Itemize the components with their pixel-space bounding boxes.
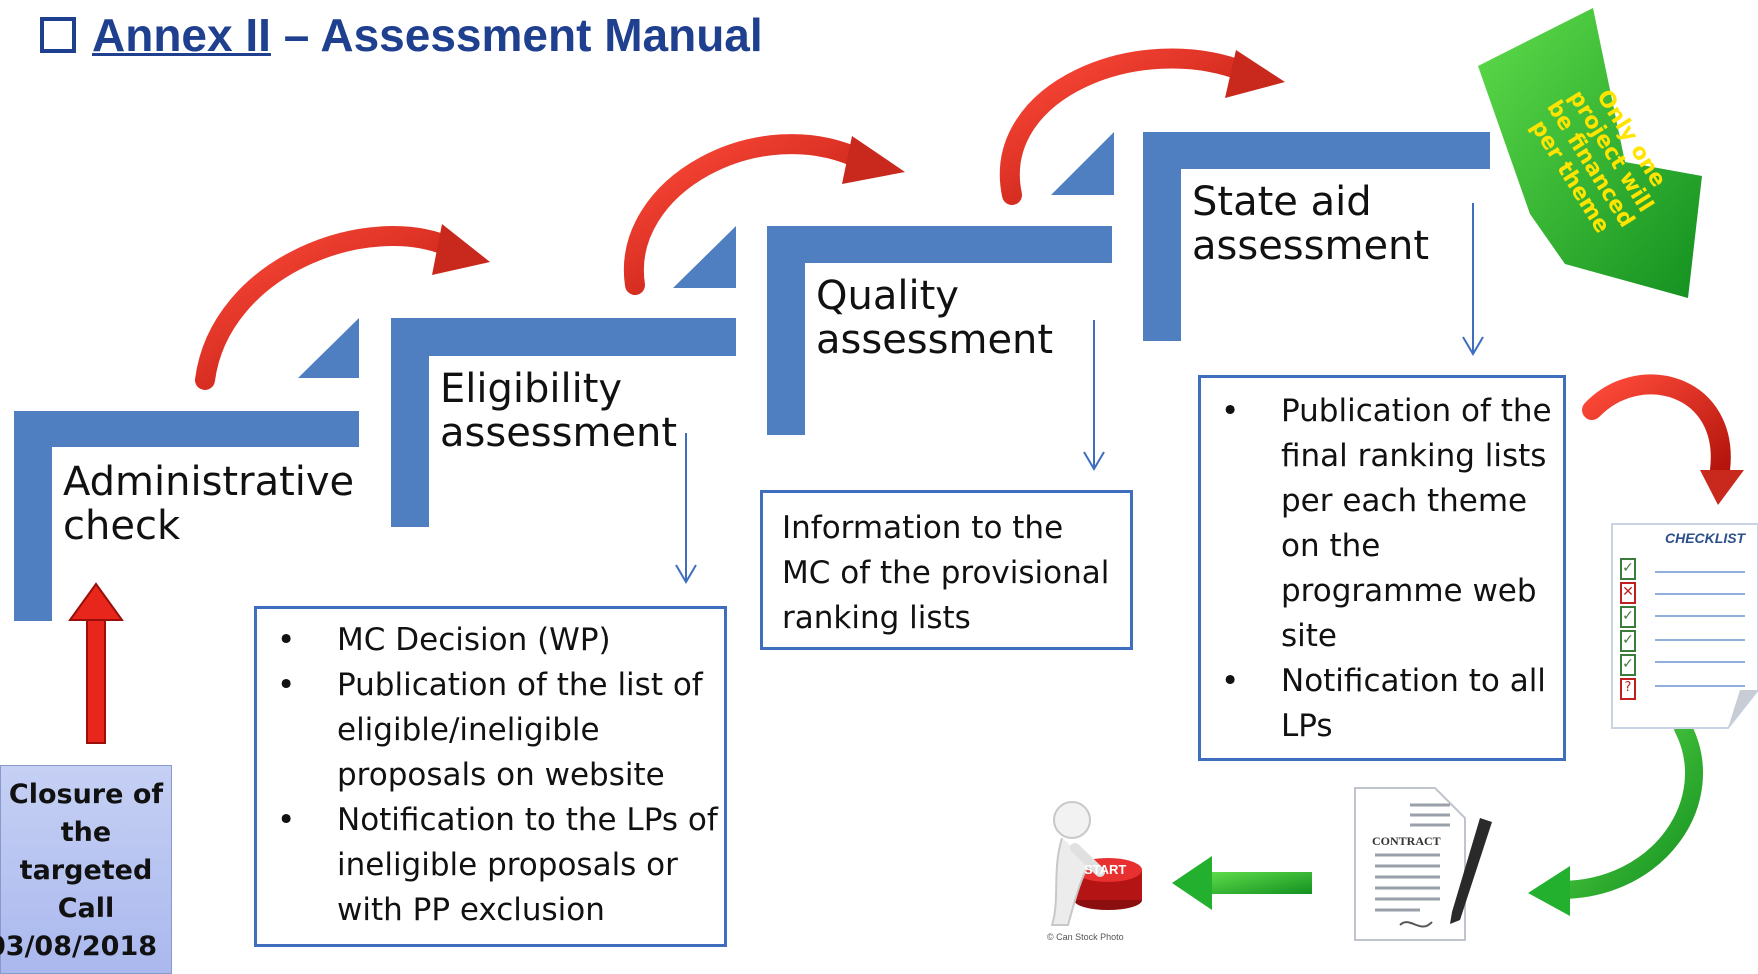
eligibility-item-3: Notification to the LPs of ineligible pr…	[257, 798, 724, 933]
checklist-title: CHECKLIST	[1665, 530, 1746, 546]
state-aid-info-box: Publication of the final ranking lists p…	[1198, 375, 1566, 761]
curved-arrow-4	[1582, 374, 1744, 505]
closure-of-call-box: Closure of the targeted Call 03/08/2018	[0, 765, 172, 974]
eligibility-item-1: MC Decision (WP)	[257, 618, 724, 663]
quality-info-text: Information to the MC of the provisional…	[782, 510, 1110, 636]
checklist-check-icon: ✓	[1620, 606, 1636, 628]
closure-line-2: the	[60, 817, 112, 848]
page-title: Annex II – Assessment Manual	[40, 8, 763, 62]
down-arrow-eligibility	[675, 433, 697, 584]
eligibility-item-2: Publication of the list of eligible/inel…	[257, 663, 724, 798]
checklist-illustration	[1611, 523, 1758, 729]
step-shape-eligibility	[391, 226, 736, 527]
curved-arrow-2	[623, 134, 905, 295]
contract-title: CONTRACT	[1372, 834, 1441, 848]
state-aid-item-1: Publication of the final ranking lists p…	[1201, 389, 1563, 659]
closure-date: 03/08/2018	[0, 931, 158, 962]
checkbox-bullet-icon	[40, 16, 76, 53]
title-strong: Annex II	[92, 9, 271, 61]
checklist-cross-icon: ✕	[1620, 582, 1636, 604]
start-figure-illustration	[1050, 801, 1142, 926]
closure-line-4: Call	[57, 893, 115, 924]
checklist-marks: ✓ ✕ ✓ ✓ ✓ ?	[1620, 558, 1642, 702]
checklist-check-icon: ✓	[1620, 558, 1636, 580]
closure-up-arrow	[68, 582, 124, 744]
quality-info-box: Information to the MC of the provisional…	[760, 490, 1133, 650]
step-label-quality-assessment: Quality assessment	[816, 273, 1054, 363]
step-label-state-aid-assessment: State aid assessment	[1192, 179, 1430, 269]
step-label-administrative-check: Administrative check	[63, 459, 355, 549]
closure-line-3: targeted	[19, 855, 153, 886]
green-curved-arrow	[1528, 719, 1703, 916]
closure-line-1: Closure of	[8, 779, 164, 810]
green-left-arrow	[1172, 856, 1312, 910]
curved-arrow-3	[999, 48, 1285, 205]
checklist-check-icon: ✓	[1620, 630, 1636, 652]
step-shape-administrative	[14, 318, 359, 621]
step-label-eligibility-assessment: Eligibility assessment	[440, 366, 678, 456]
step-shape-state-aid	[1143, 132, 1490, 341]
down-arrow-state-aid	[1462, 203, 1484, 356]
green-banner-ribbon	[1478, 8, 1702, 298]
curved-arrow-1	[195, 224, 490, 390]
checklist-check-icon: ✓	[1620, 654, 1636, 676]
eligibility-info-box: MC Decision (WP) Publication of the list…	[254, 606, 727, 947]
down-arrow-quality	[1083, 320, 1105, 471]
image-credit: © Can Stock Photo	[1047, 932, 1124, 942]
step-shape-quality	[767, 132, 1114, 435]
title-rest: – Assessment Manual	[270, 9, 763, 61]
checklist-question-icon: ?	[1620, 678, 1636, 700]
start-button-text: START	[1084, 862, 1127, 877]
state-aid-item-2: Notification to all LPs	[1201, 659, 1563, 749]
contract-illustration	[1354, 787, 1492, 941]
